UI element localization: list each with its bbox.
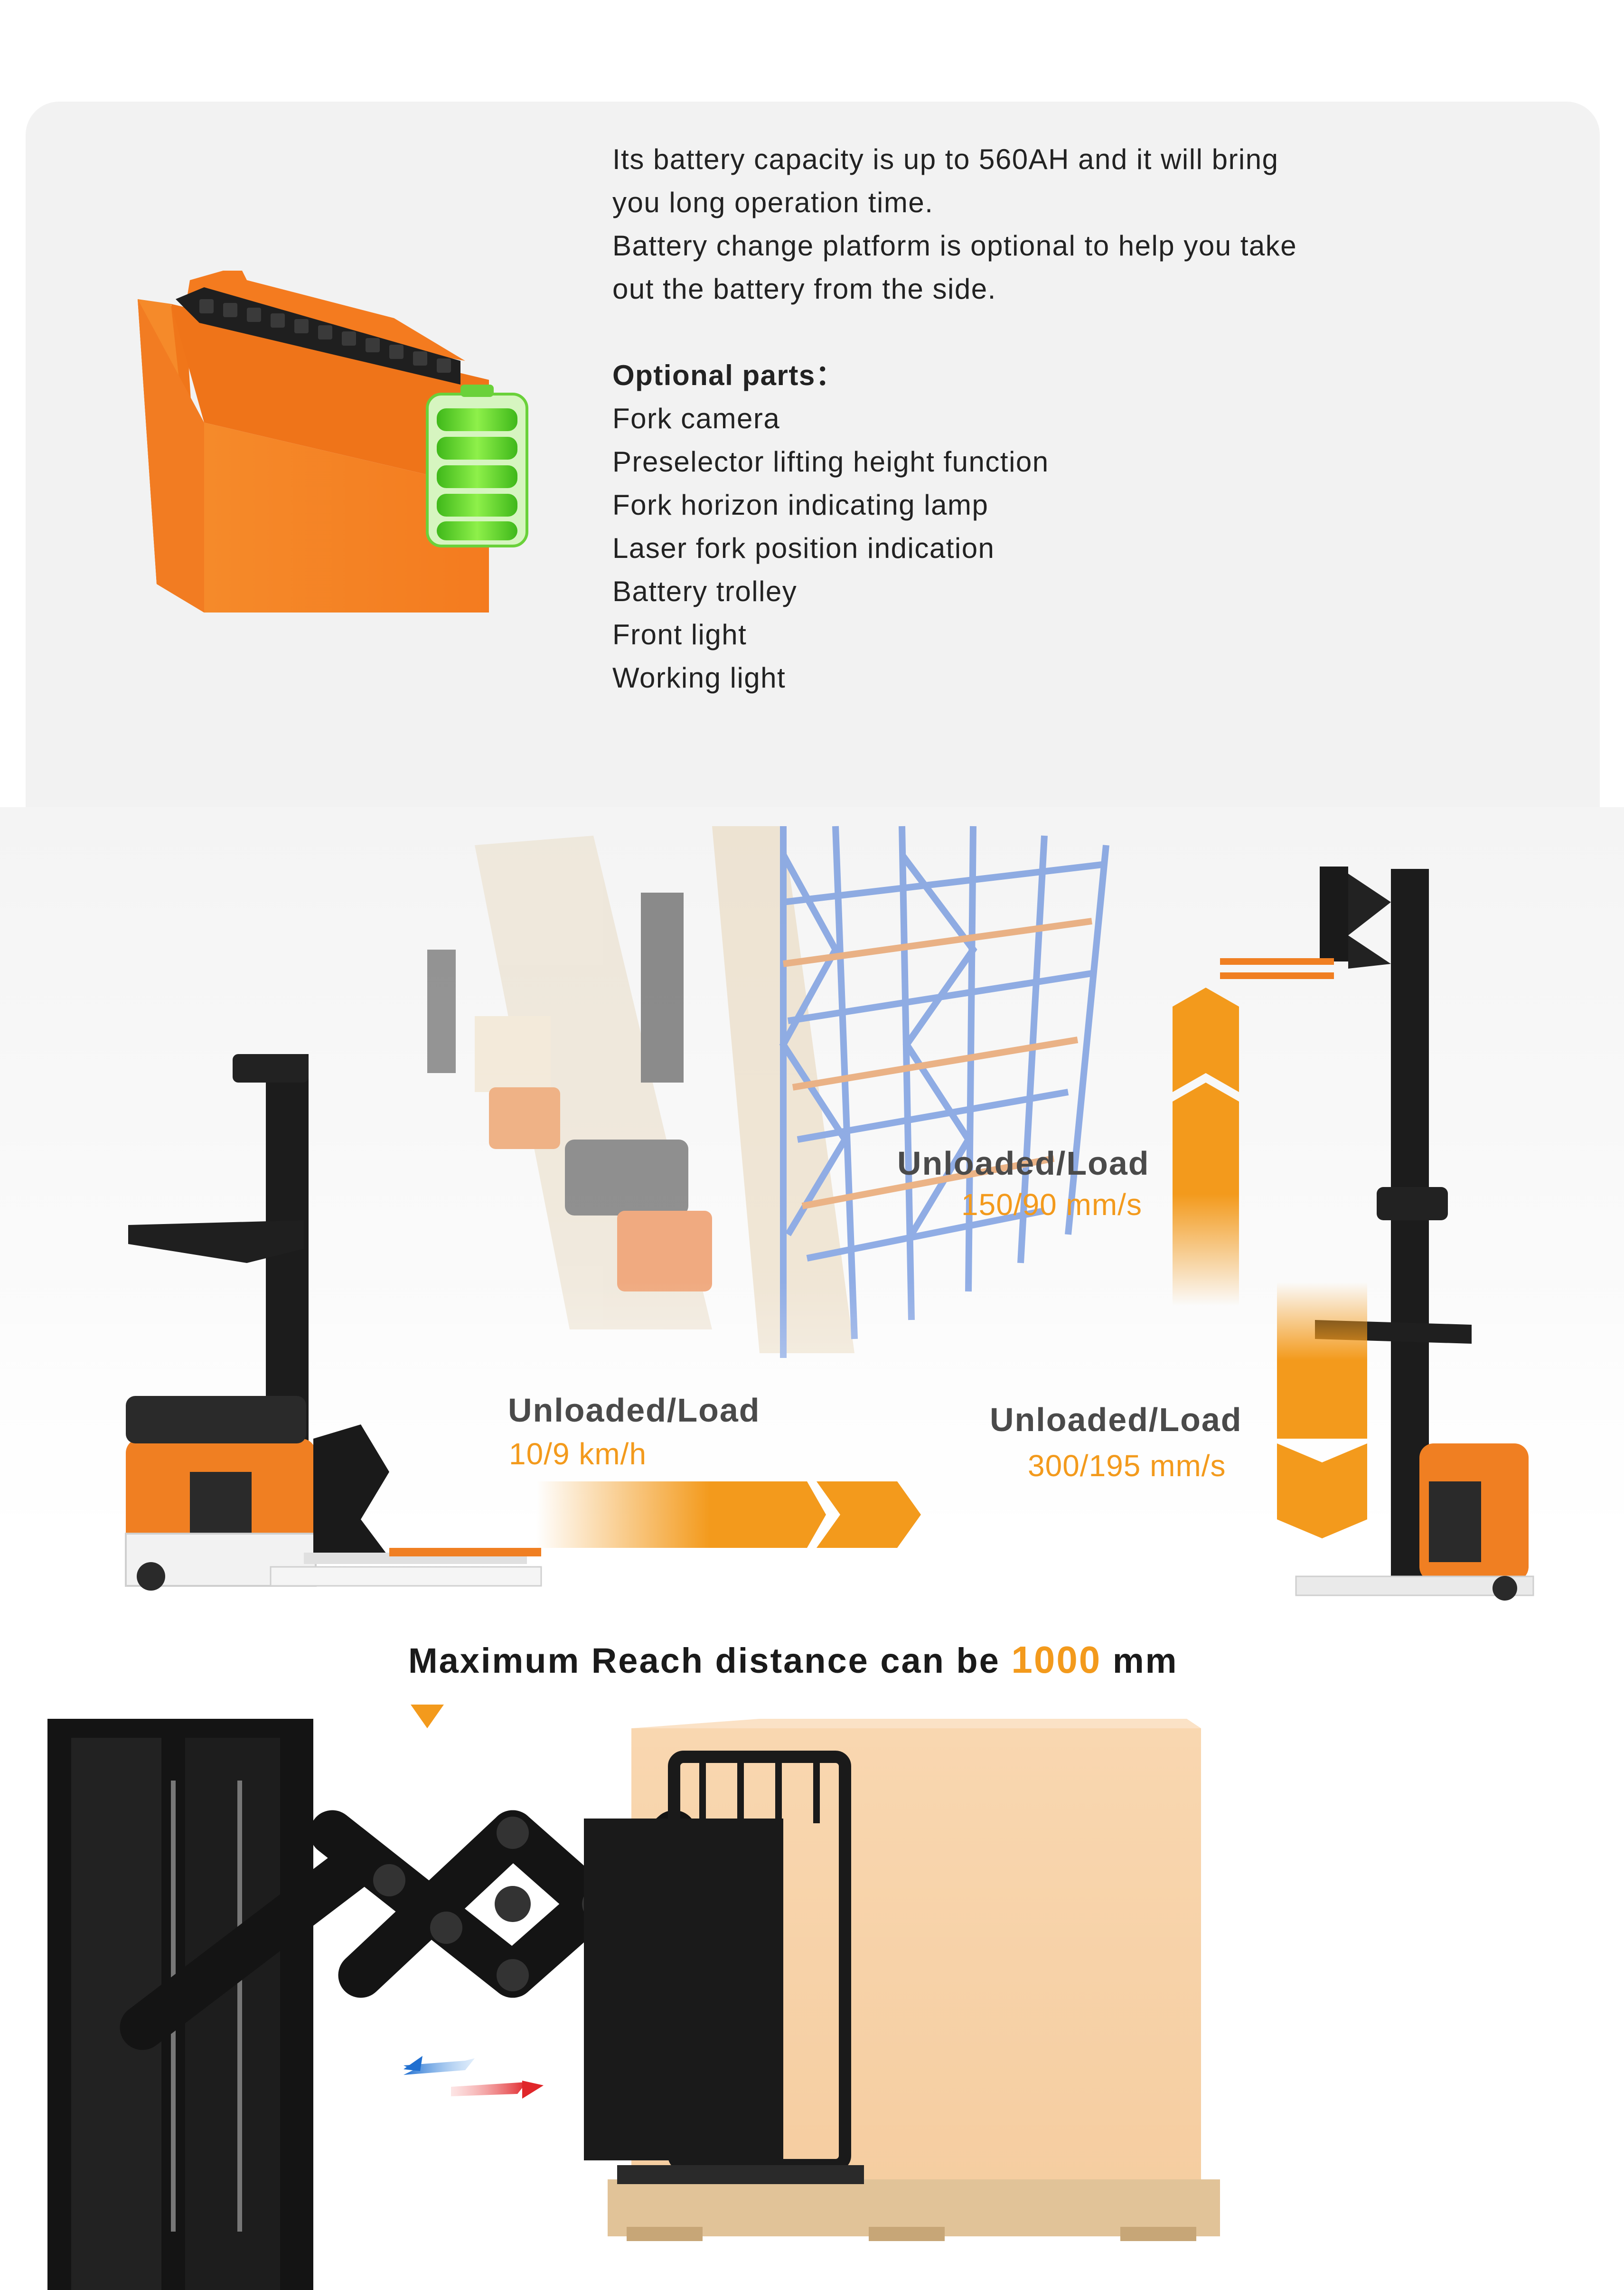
reach-distance-unit: mm	[1101, 1641, 1178, 1680]
battery-description: Its battery capacity is up to 560AH and …	[612, 138, 1419, 699]
battery-line-2: you long operation time.	[612, 187, 934, 218]
retract-arrow-icon	[404, 2058, 475, 2075]
reach-truck-right	[1220, 867, 1534, 1601]
battery-charge-icon	[426, 385, 528, 547]
lower-speed-label: Unloaded/Load	[990, 1401, 1242, 1438]
battery-line-3: Battery change platform is optional to h…	[612, 230, 1297, 262]
lower-speed-value: 300/195 mm/s	[1028, 1449, 1226, 1483]
travel-speed-label: Unloaded/Load	[508, 1392, 760, 1429]
pantograph-reach-illustration	[47, 1705, 1220, 2290]
battery-line-4: out the battery from the side.	[612, 273, 996, 305]
battery-capacity-line: Its battery capacity is up to 560AH and …	[612, 138, 1419, 181]
battery-capacity-value: 560	[979, 143, 1029, 175]
optional-parts-list: Fork camera Preselector lifting height f…	[612, 397, 1419, 699]
warehouse-illustration	[0, 807, 1624, 1614]
optional-parts-heading: Optional parts：	[612, 359, 845, 391]
lift-speed-label: Unloaded/Load	[897, 1145, 1150, 1182]
extend-arrow-icon	[451, 2082, 527, 2096]
reach-heading: Maximum Reach distance can be 1000 mm	[408, 1638, 1215, 1682]
optional-part-item: Preselector lifting height function	[612, 446, 1049, 478]
travel-speed-value: 10/9 km/h	[509, 1437, 647, 1471]
lift-speed-value: 150/90 mm/s	[961, 1187, 1142, 1222]
optional-part-item: Fork horizon indicating lamp	[612, 489, 989, 521]
reach-pointer-icon	[411, 1705, 444, 1728]
battery-capacity-unit: AH and it will bring	[1028, 143, 1279, 175]
optional-part-item: Battery trolley	[612, 575, 798, 607]
lift-speed-arrow	[1173, 988, 1239, 1306]
optional-part-item: Fork camera	[612, 403, 780, 434]
optional-part-item: Laser fork position indication	[612, 532, 995, 564]
reach-truck-left	[125, 1054, 542, 1591]
optional-part-item: Working light	[612, 662, 786, 694]
speed-section: Unloaded/Load 150/90 mm/s Unloaded/Load …	[0, 807, 1624, 1614]
optional-part-item: Front light	[612, 619, 747, 650]
battery-capacity-text: Its battery capacity is up to	[612, 143, 979, 175]
lower-speed-arrow	[1277, 1282, 1367, 1538]
reach-heading-text: Maximum Reach distance can be	[408, 1641, 1012, 1680]
travel-speed-arrow	[536, 1481, 921, 1548]
reach-distance-value: 1000	[1011, 1639, 1102, 1681]
battery-illustration	[138, 271, 528, 613]
